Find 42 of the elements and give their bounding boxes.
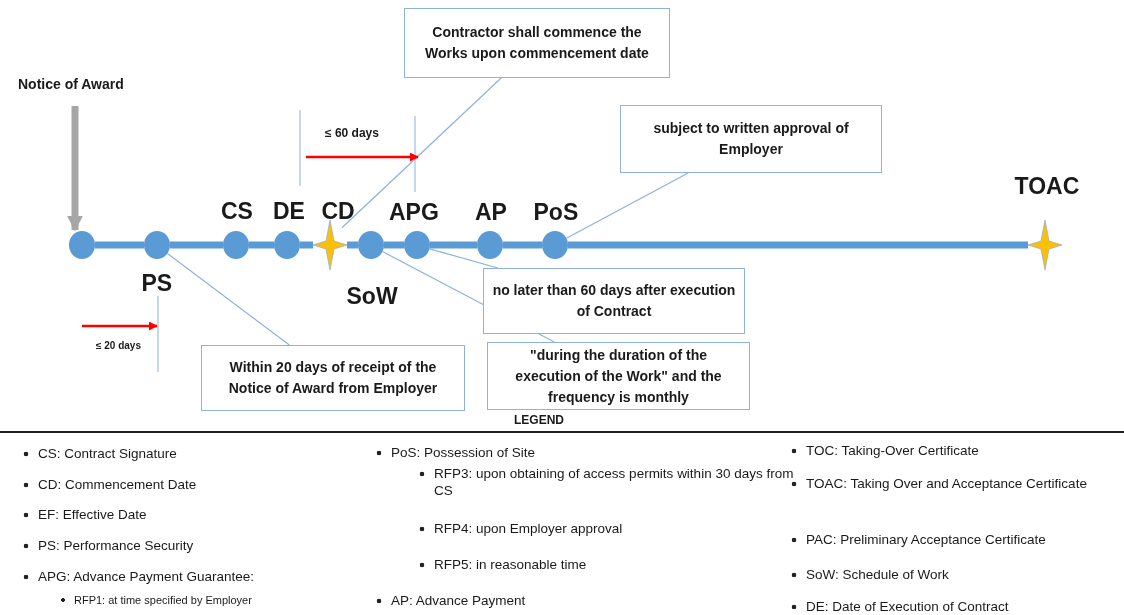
milestone-dot [542, 231, 568, 259]
callout-box: Within 20 days of receipt of the Notice of Award from Employer [201, 345, 465, 411]
milestone-dot [477, 231, 503, 259]
timeline-segment [347, 241, 358, 249]
dimension-label: ≤ 60 days [325, 126, 379, 140]
milestone-label: PS [141, 269, 173, 297]
milestone-label: DE [273, 197, 305, 225]
milestone-dot [274, 231, 300, 259]
legend-heading: LEGEND [514, 413, 564, 427]
callout-box: no later than 60 days after execution of Contract [483, 268, 745, 334]
dimension-label: ≤ 20 days [96, 340, 141, 351]
legend-item: RFP1: at time specified by Employer [60, 593, 252, 607]
timeline-segment [503, 241, 542, 249]
leader-line [166, 252, 290, 346]
milestone-star [313, 220, 347, 270]
timeline-segment [95, 241, 144, 249]
milestone-star [1028, 220, 1062, 270]
leader-line [565, 172, 689, 239]
timeline-segment [170, 241, 223, 249]
timeline-segment [568, 241, 1028, 249]
callout-box: subject to written approval of Employer [620, 105, 882, 173]
timeline-segment [300, 241, 313, 249]
leader-line [428, 248, 499, 269]
milestone-dot [144, 231, 170, 259]
milestone-label: TOAC [1014, 172, 1080, 200]
callout-box: "during the duration of the execution of the Work" and the frequency is monthly [487, 342, 750, 410]
milestone-label: CD [321, 197, 355, 225]
milestone-label: PoS [533, 198, 579, 226]
milestone-dot [223, 231, 249, 259]
leader-line [341, 77, 502, 229]
event-label: Notice of Award [18, 76, 124, 92]
timeline-segment [384, 241, 404, 249]
milestone-dot [358, 231, 384, 259]
milestone-dot [404, 231, 430, 259]
timeline-segment [249, 241, 274, 249]
timeline-segment [430, 241, 477, 249]
milestone-label: SoW [346, 282, 398, 310]
callout-box: Contractor shall commence the Works upon commencement date [404, 8, 670, 78]
milestone-label: CS [221, 197, 253, 225]
milestone-label: AP [475, 198, 507, 226]
milestone-dot [69, 231, 95, 259]
milestone-label: APG [389, 198, 439, 226]
